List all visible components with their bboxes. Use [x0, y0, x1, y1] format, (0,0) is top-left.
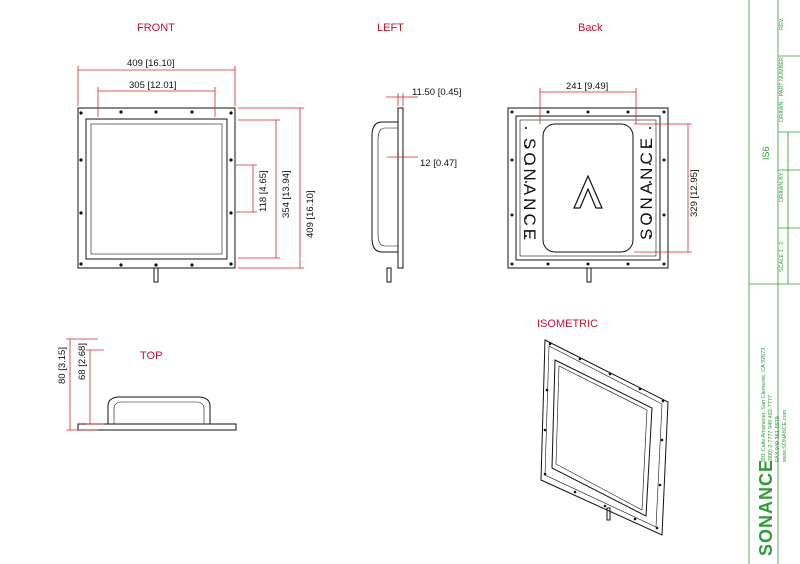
company-fax: FAX 949 361-5579 — [775, 416, 781, 462]
isometric-view-title: ISOMETRIC — [537, 318, 598, 330]
drawn-by-label: DRAWN BY: — [779, 171, 785, 202]
back-screw-holes — [510, 110, 666, 266]
left-view — [371, 93, 418, 283]
iso-screw-holes — [543, 342, 665, 530]
part-number-label: DRAWN - PART NUMBER — [779, 57, 785, 122]
front-width-dim: 409 [16.10] — [127, 58, 175, 69]
top-body-dim: 68 [2.68] — [77, 343, 88, 380]
isometric-view — [540, 339, 669, 536]
top-view-title: TOP — [140, 350, 162, 362]
back-panel-brand-right: SONANCE — [637, 135, 656, 240]
rev-label: REV. — [779, 17, 785, 30]
front-mid-height-dim: 118 [4.65] — [258, 170, 269, 212]
front-inner-height-dim: 354 [13.94] — [281, 170, 292, 218]
scale-label: SCALE 1 : 2 — [779, 242, 785, 272]
back-view-title: Back — [578, 22, 603, 34]
back-panel-brand-left: SONANCE — [520, 138, 539, 243]
company-phone: (800) 2-7777 949 492-7777 — [768, 395, 774, 462]
left-depth-dim: 12 [0.47] — [420, 158, 457, 169]
top-view — [66, 338, 237, 431]
back-height-dim: 329 [12.95] — [689, 169, 700, 217]
back-view — [507, 88, 692, 283]
top-total-dim: 80 [3.15] — [57, 347, 68, 384]
front-view-title: FRONT — [137, 22, 175, 34]
back-width-dim: 241 [9.49] — [566, 81, 608, 92]
title-block — [748, 0, 800, 564]
front-height-dim: 409 [16.10] — [305, 190, 316, 238]
sonance-chevron-logo — [573, 174, 603, 209]
back-gasket-dots — [525, 127, 651, 237]
front-inner-width-dim: 305 [12.01] — [129, 80, 177, 91]
front-view — [77, 66, 304, 283]
left-view-title: LEFT — [377, 22, 404, 34]
company-web: www.SONANCE.com — [782, 409, 788, 463]
model-label: IS6 — [761, 146, 771, 160]
sonance-logo: SONANCE — [756, 459, 776, 556]
company-address: 991 Calle Amanecer, San Clemente, CA 926… — [761, 348, 767, 462]
left-flange-dim: 11.50 [0.45] — [412, 87, 461, 98]
front-screw-holes — [79, 110, 233, 267]
